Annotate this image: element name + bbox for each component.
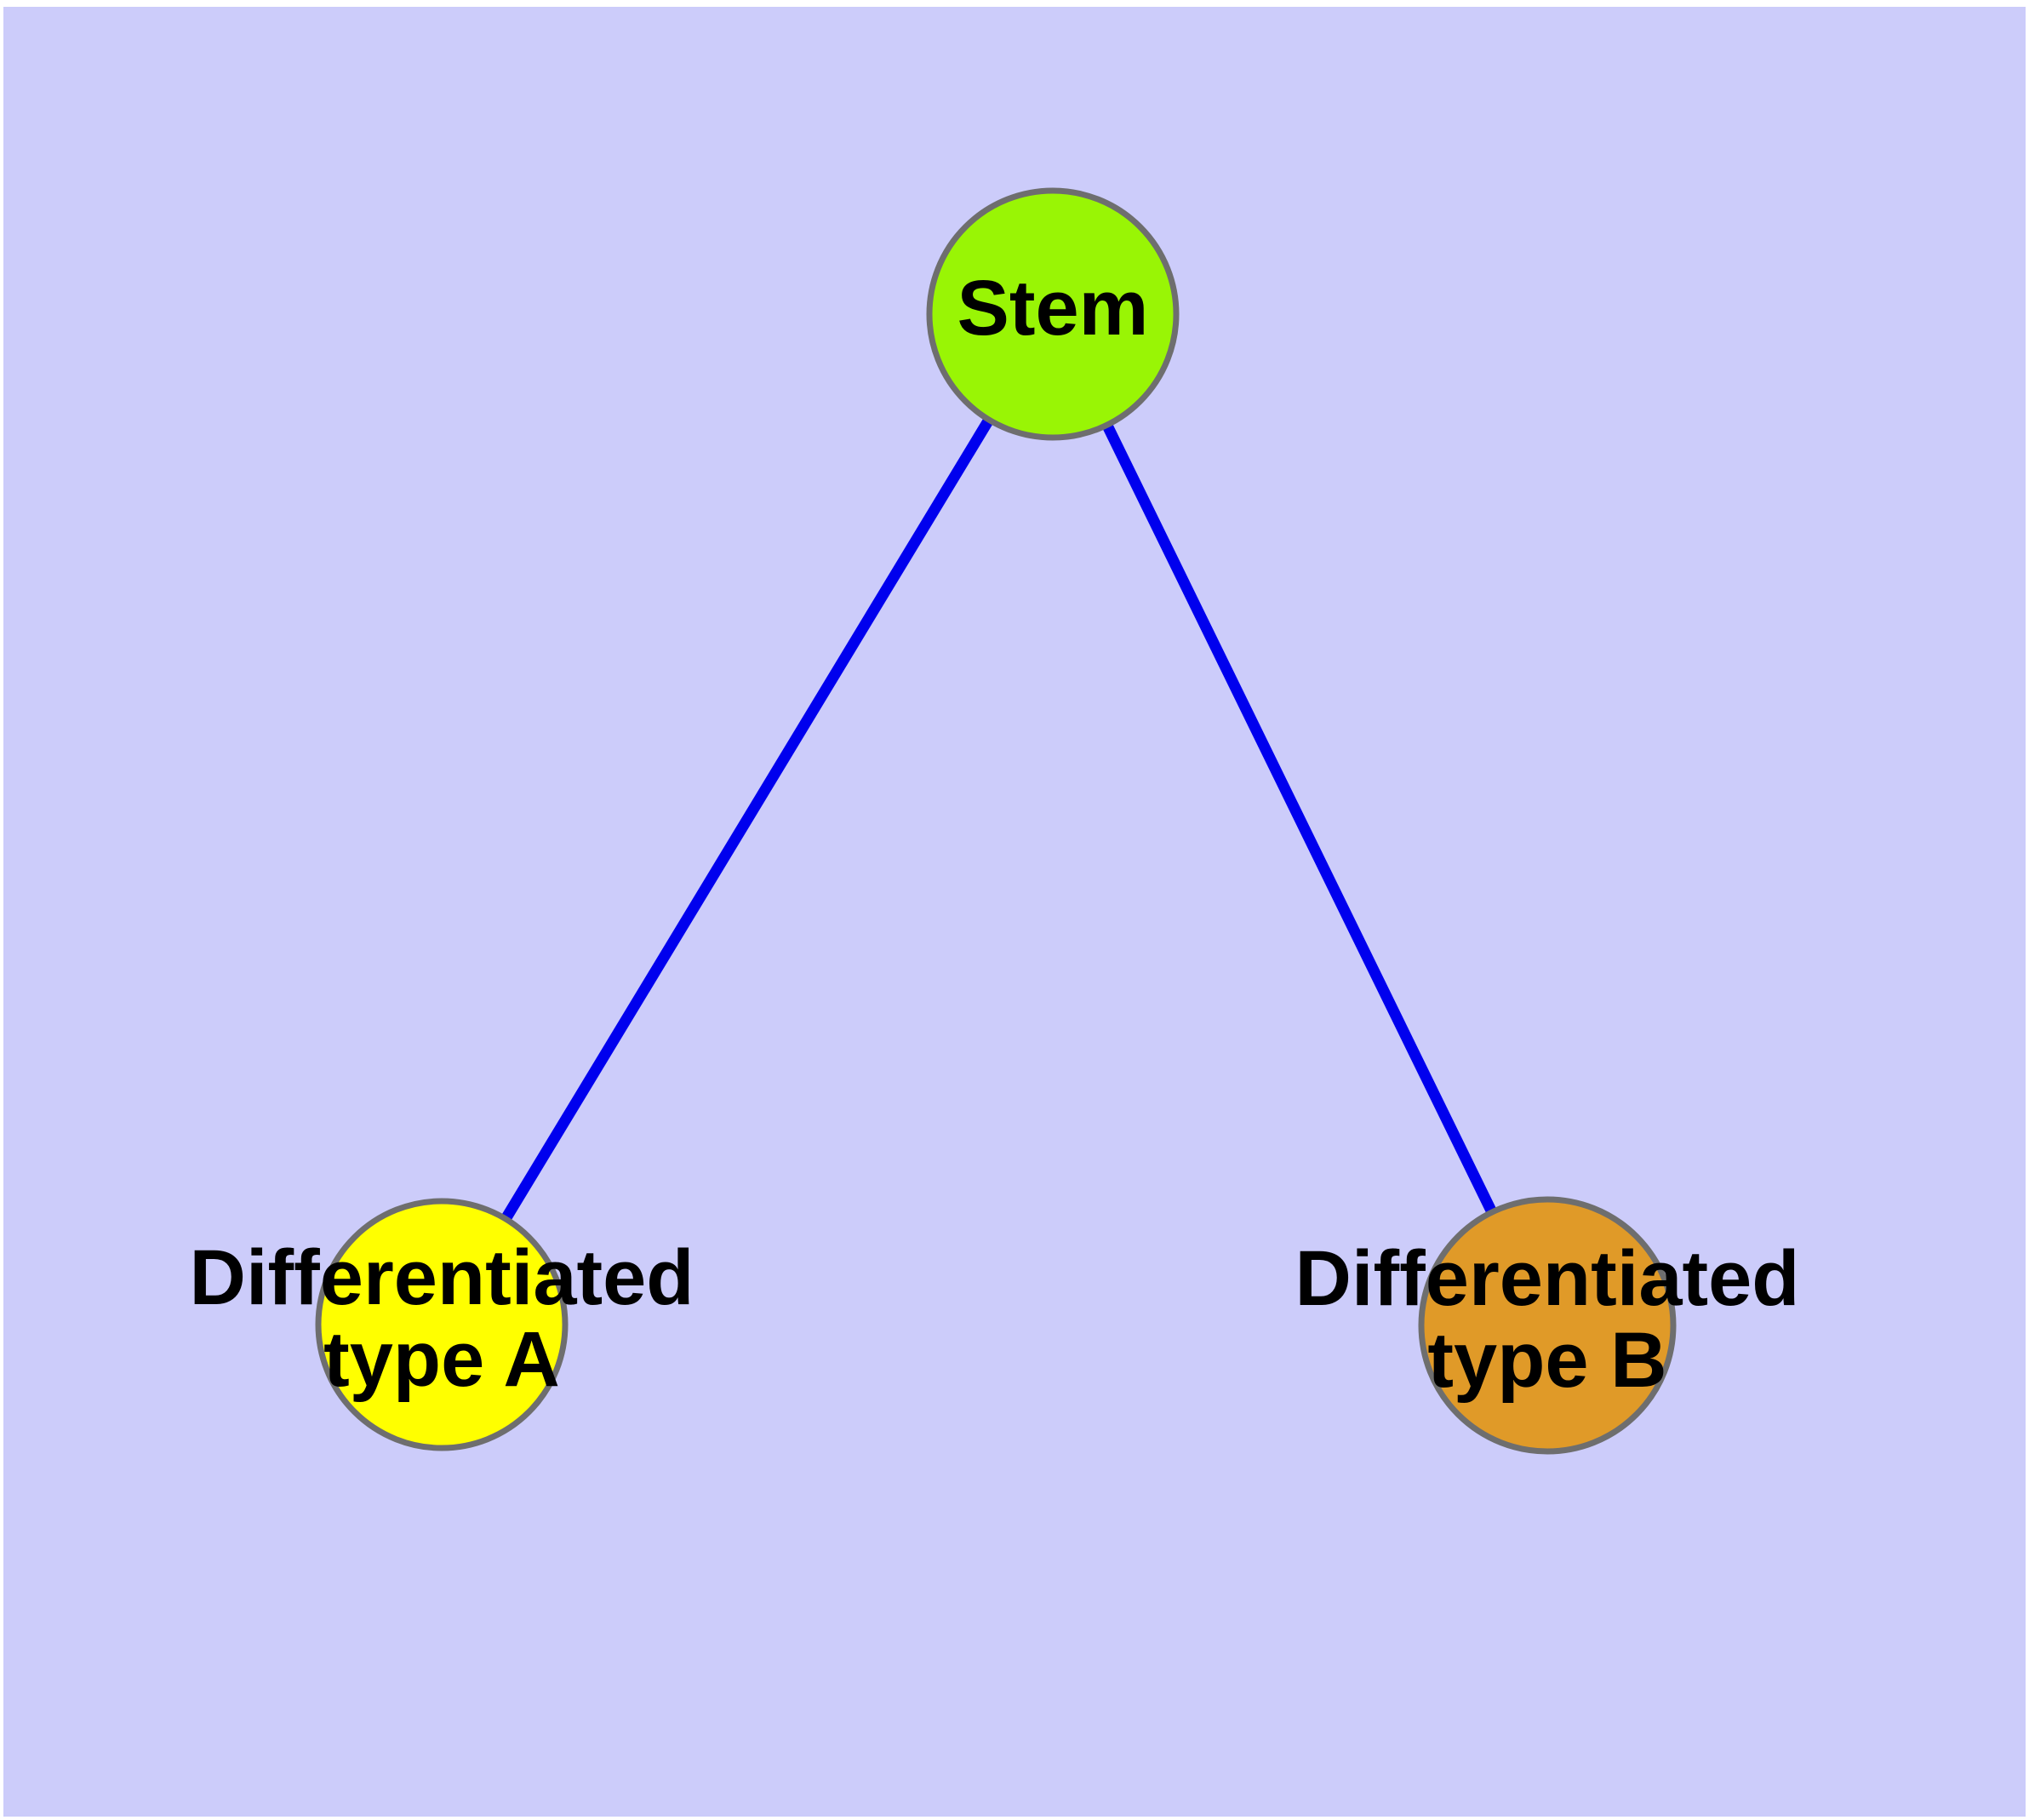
node-label-line: Stem (957, 265, 1149, 352)
edge-stem-to-diff-a[interactable] (437, 311, 1058, 1328)
edges-layer (437, 311, 1552, 1328)
node-stem[interactable]: Stem (926, 187, 1180, 441)
node-label-stem: Stem (957, 265, 1149, 352)
node-circle-stem[interactable] (926, 187, 1180, 441)
node-circle-diff-b[interactable] (1418, 1196, 1677, 1455)
node-label-line: Differentiated (1295, 1235, 1800, 1322)
node-label-line: type B (1427, 1317, 1666, 1404)
node-label-line: type A (323, 1316, 560, 1403)
node-label-line: Differentiated (190, 1234, 694, 1321)
node-circle-diff-a[interactable] (315, 1198, 569, 1451)
edge-stem-to-diff-b[interactable] (1048, 312, 1552, 1328)
